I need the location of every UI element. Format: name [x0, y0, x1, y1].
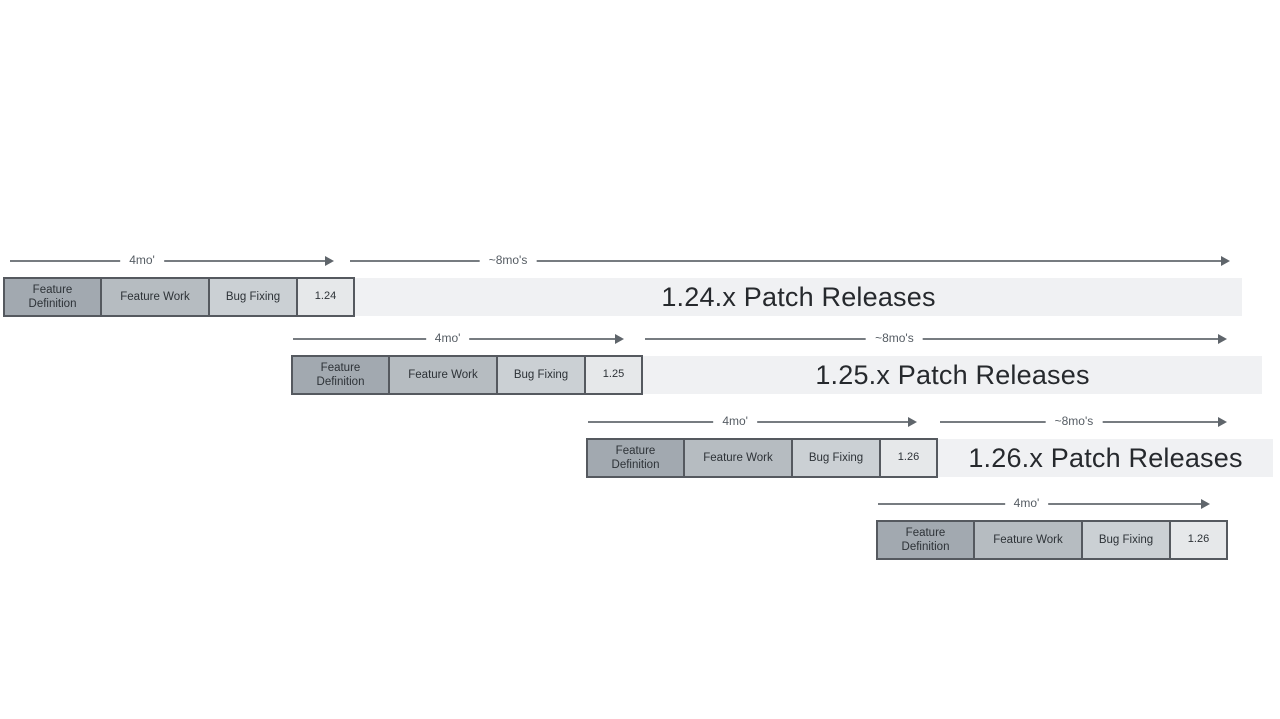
phase-feature-definition: Feature Definition [588, 440, 685, 476]
phase-bug-fixing: Bug Fixing [793, 440, 881, 476]
dev-duration-label: 4mo' [120, 252, 164, 268]
arrow-head-icon [1218, 417, 1227, 427]
dev-duration-label: 4mo' [713, 413, 757, 429]
phase-bug-fixing: Bug Fixing [498, 357, 586, 393]
patch-duration-arrow-1-25: ~8mo's [645, 330, 1227, 346]
phase-feature-work: Feature Work [685, 440, 793, 476]
arrow-head-icon [1201, 499, 1210, 509]
phase-feature-work: Feature Work [975, 522, 1083, 558]
phase-feature-work: Feature Work [102, 279, 210, 315]
version-box: 1.26 [881, 440, 936, 476]
dev-duration-arrow-next: 4mo' [878, 495, 1210, 511]
dev-duration-arrow-1-25: 4mo' [293, 330, 624, 346]
arrow-line [350, 260, 1226, 262]
release-cycle-1-24: Feature Definition Feature Work Bug Fixi… [3, 277, 355, 317]
arrow-head-icon [615, 334, 624, 344]
phase-bug-fixing: Bug Fixing [210, 279, 298, 315]
arrow-line [10, 260, 330, 262]
phase-feature-definition: Feature Definition [5, 279, 102, 315]
patch-duration-arrow-1-26: ~8mo's [940, 413, 1227, 429]
dev-duration-arrow-1-26: 4mo' [588, 413, 917, 429]
patch-duration-arrow-1-24: ~8mo's [350, 252, 1230, 268]
version-box: 1.25 [586, 357, 641, 393]
patch-releases-bar-1-26: 1.26.x Patch Releases [938, 439, 1273, 477]
phase-feature-definition: Feature Definition [293, 357, 390, 393]
dev-duration-arrow-1-24: 4mo' [10, 252, 334, 268]
arrow-line [645, 338, 1223, 340]
patch-releases-bar-1-25: 1.25.x Patch Releases [643, 356, 1262, 394]
phase-bug-fixing: Bug Fixing [1083, 522, 1171, 558]
version-box: 1.26 [1171, 522, 1226, 558]
dev-duration-label: 4mo' [1004, 495, 1049, 511]
arrow-head-icon [908, 417, 917, 427]
phase-feature-definition: Feature Definition [878, 522, 975, 558]
arrow-head-icon [1218, 334, 1227, 344]
patch-releases-bar-1-24: 1.24.x Patch Releases [355, 278, 1242, 316]
phase-feature-work: Feature Work [390, 357, 498, 393]
release-cycle-1-25: Feature Definition Feature Work Bug Fixi… [291, 355, 643, 395]
arrow-head-icon [1221, 256, 1230, 266]
release-cycle-next: Feature Definition Feature Work Bug Fixi… [876, 520, 1228, 560]
patch-duration-label: ~8mo's [866, 330, 923, 346]
version-box: 1.24 [298, 279, 353, 315]
release-cycle-1-26: Feature Definition Feature Work Bug Fixi… [586, 438, 938, 478]
dev-duration-label: 4mo' [425, 330, 470, 346]
patch-duration-label: ~8mo's [479, 252, 537, 268]
arrow-head-icon [325, 256, 334, 266]
patch-duration-label: ~8mo's [1045, 413, 1103, 429]
